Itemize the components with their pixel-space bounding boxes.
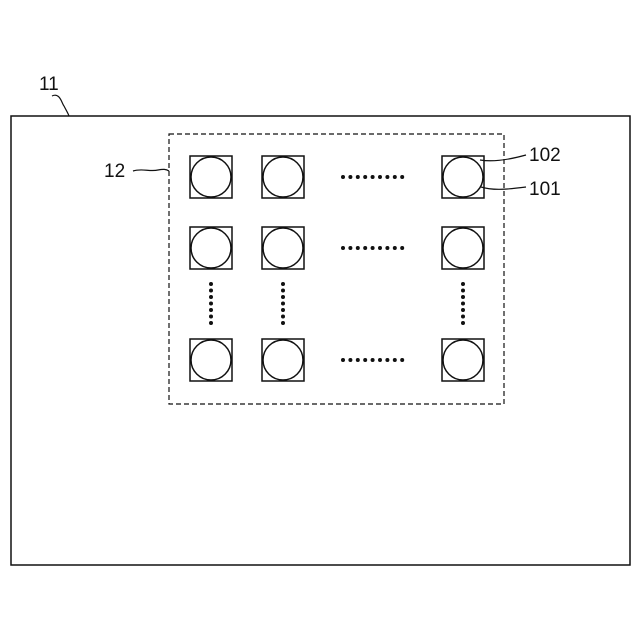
horizontal-ellipsis-dot bbox=[393, 358, 397, 362]
cell bbox=[262, 156, 304, 198]
label-square-element: 102 bbox=[529, 145, 561, 166]
horizontal-ellipsis-dot bbox=[341, 175, 345, 179]
horizontal-ellipsis-dot bbox=[378, 358, 382, 362]
horizontal-ellipsis-dot bbox=[341, 246, 345, 250]
cell bbox=[190, 339, 232, 381]
cell-square bbox=[190, 156, 232, 198]
horizontal-ellipsis-dot bbox=[393, 175, 397, 179]
vertical-ellipsis-dot bbox=[209, 295, 213, 299]
cell-circle bbox=[263, 157, 303, 197]
horizontal-ellipsis-dot bbox=[371, 175, 375, 179]
vertical-ellipsis-dot bbox=[281, 321, 285, 325]
vertical-ellipsis-dot bbox=[281, 308, 285, 312]
horizontal-ellipsis-dot bbox=[356, 175, 360, 179]
vertical-ellipsis-dot bbox=[461, 302, 465, 306]
horizontal-ellipsis-dot bbox=[348, 175, 352, 179]
vertical-ellipsis-dot bbox=[209, 289, 213, 293]
horizontal-ellipsis-dot bbox=[356, 358, 360, 362]
label-array-region: 12 bbox=[104, 161, 125, 182]
label-outer-frame: 11 bbox=[39, 74, 59, 95]
cell-circle bbox=[191, 228, 231, 268]
vertical-ellipsis-dot bbox=[461, 295, 465, 299]
cell-circle bbox=[263, 228, 303, 268]
cell bbox=[190, 227, 232, 269]
horizontal-ellipsis-dot bbox=[363, 175, 367, 179]
cell-square bbox=[262, 227, 304, 269]
horizontal-ellipsis-dot bbox=[400, 246, 404, 250]
cell-circle bbox=[191, 157, 231, 197]
vertical-ellipsis-dot bbox=[281, 295, 285, 299]
cell-square bbox=[190, 227, 232, 269]
cell bbox=[442, 227, 484, 269]
vertical-ellipsis-dot bbox=[461, 282, 465, 286]
cell-grid bbox=[190, 156, 484, 381]
horizontal-ellipsis-dot bbox=[371, 358, 375, 362]
cell bbox=[262, 339, 304, 381]
horizontal-ellipsis-dot bbox=[363, 246, 367, 250]
horizontal-ellipsis-dot bbox=[348, 358, 352, 362]
leader-line-outer-frame bbox=[52, 95, 69, 116]
horizontal-ellipsis-dot bbox=[363, 358, 367, 362]
horizontal-ellipsis-dot bbox=[378, 175, 382, 179]
vertical-ellipsis-dot bbox=[281, 289, 285, 293]
horizontal-ellipsis-dot bbox=[400, 175, 404, 179]
vertical-ellipsis-dot bbox=[209, 321, 213, 325]
cell-square bbox=[262, 339, 304, 381]
horizontal-ellipsis-dot bbox=[371, 246, 375, 250]
vertical-ellipsis-dot bbox=[461, 321, 465, 325]
cell-square bbox=[442, 227, 484, 269]
cell-square bbox=[190, 339, 232, 381]
cell-circle bbox=[443, 340, 483, 380]
cell bbox=[190, 156, 232, 198]
cell bbox=[442, 339, 484, 381]
horizontal-ellipsis-dot bbox=[385, 358, 389, 362]
vertical-ellipsis-dot bbox=[209, 315, 213, 319]
cell-square bbox=[442, 156, 484, 198]
cell-circle bbox=[263, 340, 303, 380]
cell bbox=[442, 156, 484, 198]
vertical-ellipsis-dot bbox=[461, 308, 465, 312]
vertical-ellipsis-dot bbox=[281, 302, 285, 306]
vertical-ellipsis-dot bbox=[281, 282, 285, 286]
horizontal-ellipsis-dot bbox=[348, 246, 352, 250]
vertical-ellipsis-dot bbox=[209, 302, 213, 306]
leader-line-array-region bbox=[133, 169, 169, 171]
horizontal-ellipsis-dot bbox=[385, 246, 389, 250]
vertical-ellipsis-dot bbox=[281, 315, 285, 319]
cell-square bbox=[442, 339, 484, 381]
vertical-ellipsis-dot bbox=[209, 282, 213, 286]
horizontal-ellipsis-dot bbox=[385, 175, 389, 179]
vertical-ellipsis-dot bbox=[461, 315, 465, 319]
horizontal-ellipsis-dot bbox=[400, 358, 404, 362]
vertical-ellipsis-dot bbox=[461, 289, 465, 293]
horizontal-ellipsis-dot bbox=[378, 246, 382, 250]
cell-square bbox=[262, 156, 304, 198]
cell-circle bbox=[443, 157, 483, 197]
ellipsis-dots bbox=[209, 175, 465, 362]
cell-circle bbox=[191, 340, 231, 380]
label-circle-element: 101 bbox=[529, 179, 561, 200]
vertical-ellipsis-dot bbox=[209, 308, 213, 312]
horizontal-ellipsis-dot bbox=[356, 246, 360, 250]
horizontal-ellipsis-dot bbox=[393, 246, 397, 250]
horizontal-ellipsis-dot bbox=[341, 358, 345, 362]
cell-circle bbox=[443, 228, 483, 268]
leader-line-square-element bbox=[480, 155, 526, 161]
cell bbox=[262, 227, 304, 269]
